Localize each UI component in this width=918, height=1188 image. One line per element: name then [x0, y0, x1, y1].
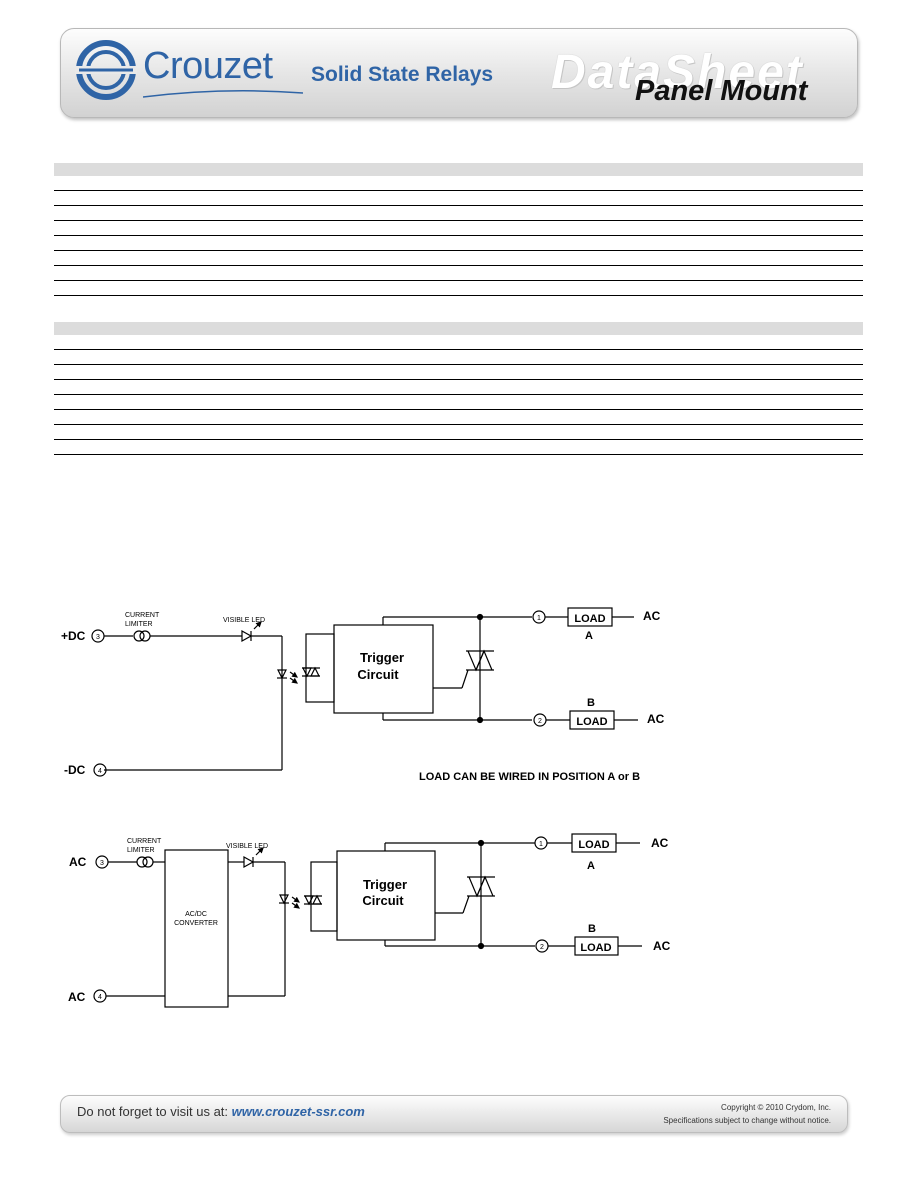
visit-text: Do not forget to visit us at: www.crouze… — [77, 1104, 365, 1119]
table-row — [54, 176, 863, 191]
visible-led-label: VISIBLE LED — [226, 843, 268, 850]
current-limiter-label-2: LIMITER — [125, 621, 153, 628]
table-row — [54, 365, 863, 380]
brand-swoosh — [143, 90, 303, 98]
footer-banner: Do not forget to visit us at: www.crouze… — [60, 1095, 848, 1133]
terminal-2: 2 — [540, 944, 544, 951]
ac-dc-converter-box — [164, 849, 229, 1008]
trigger-circuit-label-1: Trigger — [360, 650, 404, 665]
copyright-text: Copyright © 2010 Crydom, Inc. — [721, 1103, 831, 1112]
neg-dc-label: -DC — [64, 763, 86, 777]
trigger-circuit-label-2: Circuit — [362, 893, 404, 908]
table-row — [54, 425, 863, 440]
ac-input-bottom-label: AC — [68, 990, 86, 1004]
load-label-b: LOAD — [580, 942, 611, 954]
triac-icon — [433, 649, 494, 689]
spec-table-2 — [54, 322, 863, 455]
table-row — [54, 221, 863, 236]
trigger-circuit-box — [336, 850, 436, 941]
current-limiter-label-1: CURRENT — [127, 838, 162, 845]
ac-label-b: AC — [647, 712, 665, 726]
trigger-circuit-label-2: Circuit — [357, 667, 399, 682]
table-row — [54, 350, 863, 365]
terminal-4: 4 — [98, 994, 102, 1001]
table-row — [54, 206, 863, 221]
position-b-label: B — [587, 697, 595, 709]
trigger-circuit-label-1: Trigger — [363, 877, 407, 892]
current-limiter-icon — [133, 630, 151, 642]
table-row — [54, 266, 863, 281]
table-row — [54, 440, 863, 455]
converter-label-1: AC/DC — [185, 911, 207, 918]
terminal-4: 4 — [98, 768, 102, 775]
position-a-label: A — [587, 860, 595, 872]
header-banner: Crouzet Solid State Relays DataSheet Pan… — [60, 28, 858, 118]
current-limiter-icon — [136, 856, 154, 868]
brand-name: Crouzet — [143, 45, 273, 87]
ac-label-a: AC — [651, 836, 669, 850]
copyright-block: Copyright © 2010 Crydom, Inc. Specificat… — [663, 1101, 831, 1127]
terminal-1: 1 — [537, 615, 541, 622]
position-a-label: A — [585, 630, 593, 642]
panel-mount-title: Panel Mount — [635, 75, 808, 107]
table-row — [54, 335, 863, 350]
optocoupler-icon — [279, 861, 338, 932]
terminal-2: 2 — [538, 718, 542, 725]
triac-icon — [435, 875, 495, 914]
table-header-bar — [54, 163, 863, 176]
visible-led-icon — [243, 847, 264, 869]
load-label-b: LOAD — [576, 716, 607, 728]
ac-input-diagram: AC 3 CURRENT LIMITER AC/DC CONVERTER VIS… — [68, 833, 671, 1008]
converter-label-2: CONVERTER — [174, 920, 218, 927]
terminal-1: 1 — [539, 841, 543, 848]
table-row — [54, 281, 863, 296]
terminal-3: 3 — [96, 634, 100, 641]
disclaimer-text: Specifications subject to change without… — [663, 1116, 831, 1125]
table-row — [54, 191, 863, 206]
dc-input-diagram: +DC 3 CURRENT LIMITER VISIBLE LED -DC 4 — [61, 607, 665, 783]
website-link[interactable]: www.crouzet-ssr.com — [231, 1104, 365, 1119]
visible-led-icon — [241, 621, 262, 643]
visible-led-label: VISIBLE LED — [223, 617, 265, 624]
wiring-note: LOAD CAN BE WIRED IN POSITION A or B — [419, 771, 640, 783]
crouzet-logo-icon — [75, 40, 137, 100]
pos-dc-label: +DC — [61, 629, 86, 643]
current-limiter-label-1: CURRENT — [125, 612, 160, 619]
table-row — [54, 395, 863, 410]
load-label-a: LOAD — [578, 839, 609, 851]
ac-label-a: AC — [643, 609, 661, 623]
product-line: Solid State Relays — [311, 63, 494, 86]
table-row — [54, 251, 863, 266]
terminal-3: 3 — [100, 860, 104, 867]
visit-prefix: Do not forget to visit us at: — [77, 1104, 229, 1119]
current-limiter-label-2: LIMITER — [127, 847, 155, 854]
spec-table-1 — [54, 163, 863, 296]
ac-label-b: AC — [653, 939, 671, 953]
table-header-bar — [54, 322, 863, 335]
ac-input-top-label: AC — [69, 855, 87, 869]
table-row — [54, 410, 863, 425]
position-b-label: B — [588, 923, 596, 935]
load-label-a: LOAD — [574, 613, 605, 625]
optocoupler-icon — [277, 633, 335, 703]
table-row — [54, 380, 863, 395]
table-row — [54, 236, 863, 251]
datasheet-wordmark: DataSheet — [551, 46, 804, 99]
